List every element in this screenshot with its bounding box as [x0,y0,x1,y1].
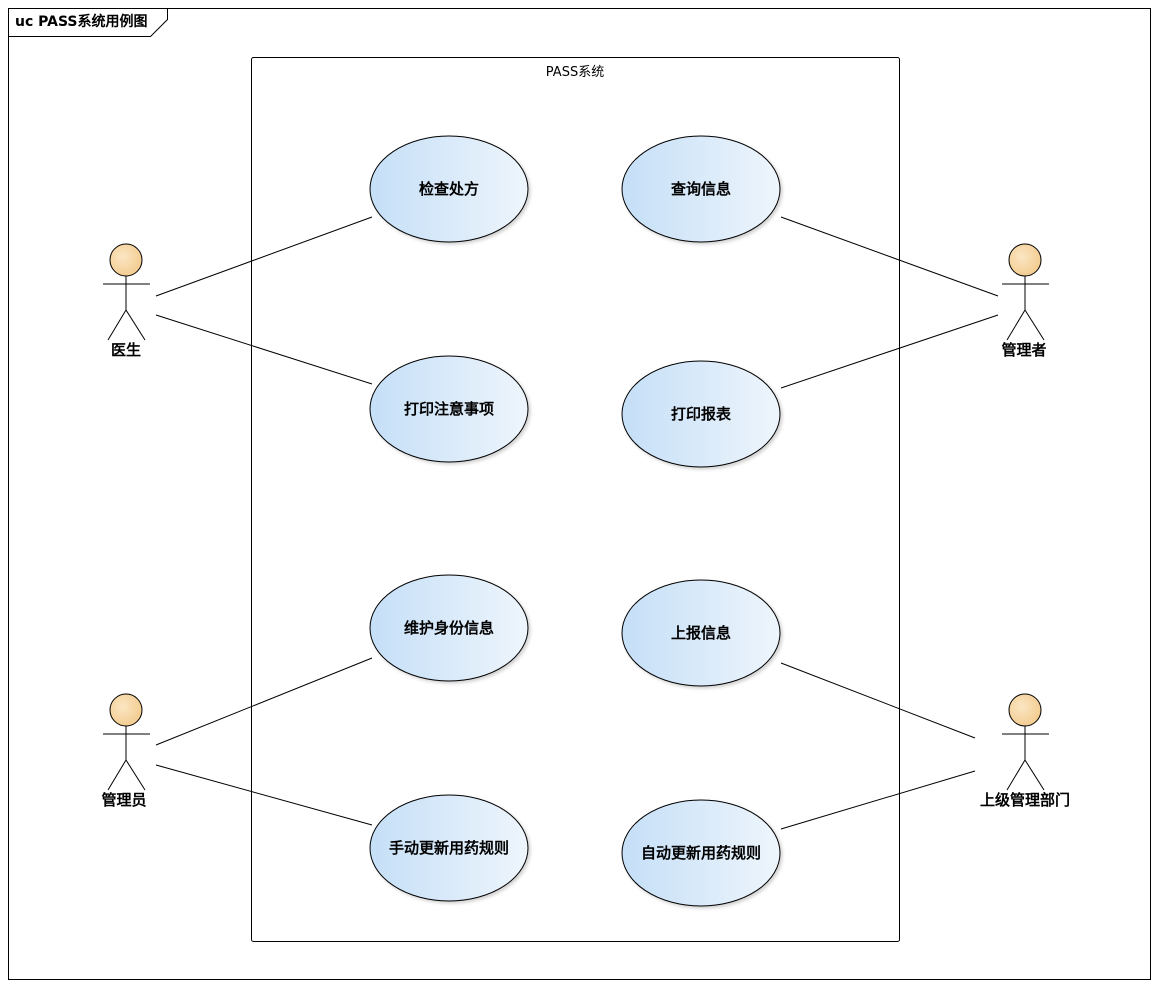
actor-superior-dept[interactable]: 上级管理部门 [980,693,1070,809]
use-case-report-info[interactable]: 上报信息 [621,579,781,687]
actor-head [1008,693,1042,727]
use-case-ellipse[interactable] [621,360,781,468]
actor-figure [1002,276,1049,341]
use-case-auto-update-rules[interactable]: 自动更新用药规则 [621,799,781,907]
use-case-label: 检查处方 [419,180,479,198]
use-case-query-info[interactable]: 查询信息 [621,135,781,243]
actor-head [109,693,143,727]
diagram-frame: uc PASS系统用例图 [8,8,1151,980]
association-line [155,216,373,297]
actor-doctor[interactable]: 医生 [103,243,150,359]
use-case-label: 查询信息 [671,180,731,198]
actor-manager[interactable]: 管理者 [1001,243,1049,359]
association-line [155,657,373,746]
use-case-print-notes[interactable]: 打印注意事项 [369,355,529,463]
actor-figure [1002,726,1049,791]
use-case-label: 自动更新用药规则 [641,844,761,862]
use-case-label: 打印注意事项 [404,400,494,418]
use-case-label: 上报信息 [671,624,731,642]
actor-label: 管理者 [1001,341,1046,359]
association-line [155,314,373,385]
use-case-label: 手动更新用药规则 [389,839,509,857]
use-case-ellipse[interactable] [369,135,529,243]
association-line [780,770,976,830]
actor-figure [103,276,150,341]
association-line [155,764,373,826]
actor-label: 医生 [111,341,141,359]
actor-label: 管理员 [101,791,146,809]
use-case-maintain-identity[interactable]: 维护身份信息 [369,574,529,682]
use-case-ellipse[interactable] [369,355,529,463]
use-case-check-prescription[interactable]: 检查处方 [369,135,529,243]
use-case-print-report[interactable]: 打印报表 [621,360,781,468]
use-case-ellipse[interactable] [621,579,781,687]
use-case-manual-update-rules[interactable]: 手动更新用药规则 [369,794,529,902]
association-line [780,314,999,389]
actor-head [109,243,143,277]
association-line [780,662,976,739]
use-case-ellipse[interactable] [621,799,781,907]
system-boundary-title: PASS系统 [546,65,604,80]
associations [155,216,999,830]
use-case-label: 打印报表 [671,405,732,423]
frame-title: uc PASS系统用例图 [15,13,148,30]
use-case-ellipse[interactable] [369,794,529,902]
actor-label: 上级管理部门 [980,791,1070,809]
actor-figure [103,726,150,791]
use-case-ellipse[interactable] [621,135,781,243]
system-boundary: PASS系统 [251,57,900,942]
use-case-label: 维护身份信息 [404,619,494,637]
actor-admin[interactable]: 管理员 [101,693,150,809]
actor-head [1008,243,1042,277]
use-case-ellipse[interactable] [369,574,529,682]
association-line [780,216,999,297]
